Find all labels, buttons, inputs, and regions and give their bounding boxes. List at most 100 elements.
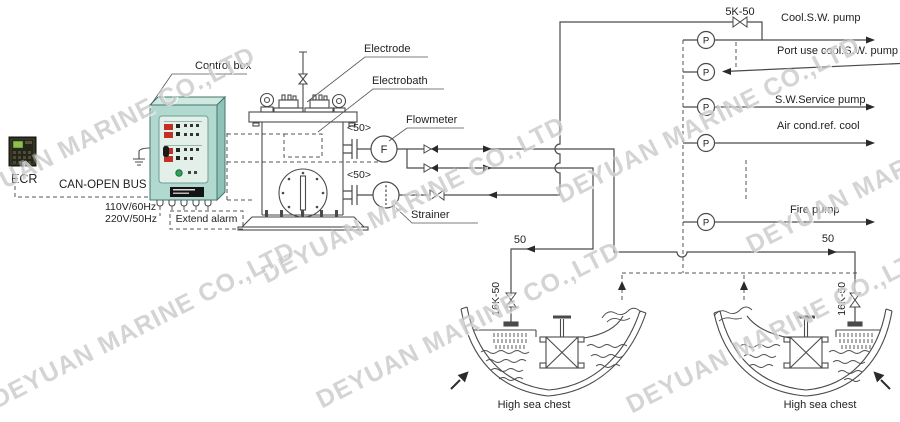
riser-to-5k50: [554, 21, 763, 195]
hull-outer: [713, 310, 893, 397]
control-box-label: Control box: [195, 60, 252, 72]
power-label-2: 220V/50Hz: [105, 213, 157, 225]
sparge-hatching: [839, 333, 873, 349]
flow-arrow-line1: [483, 145, 492, 153]
lifting-eye-left: [259, 92, 275, 113]
pump-letter: P: [703, 139, 709, 150]
flow-arrow-line2: [483, 164, 492, 172]
pump-label-1: Cool.S.W. pump: [781, 12, 861, 24]
leader-electrode: [306, 56, 428, 103]
dashed-lines: [14, 40, 860, 303]
arrow-chest-right: [828, 248, 837, 256]
sea-chest-left: [460, 306, 647, 397]
chamber-top-curve: [583, 315, 624, 339]
tank-outlet-bottom: [343, 185, 373, 205]
pump-circle-5: [696, 212, 716, 232]
flowmeter-circle: [370, 135, 398, 163]
suction-arrow-right: [740, 281, 748, 290]
pump-label-2: Port use cool.S.W. pump: [777, 45, 899, 57]
suction-arrow-left: [618, 281, 626, 290]
dn50-flowmeter-tag: <50>: [347, 122, 371, 134]
sea-chest-right: [713, 306, 893, 397]
lid-bolt-right: [348, 122, 356, 127]
valve-5k50-icon: [732, 16, 748, 28]
pump-letter: P: [703, 103, 709, 114]
deck-line: [835, 329, 881, 337]
hull-outer: [460, 308, 647, 397]
pump-label-4: Air cond.ref. cool: [777, 120, 860, 132]
inlet-flange: [503, 321, 519, 327]
can-bus-label: CAN-OPEN BUS: [59, 179, 147, 191]
valve-16k50-left-label: 16K-50: [490, 281, 503, 316]
hull-inlet-arrows: [450, 371, 891, 390]
electrobath-label: Electrobath: [372, 75, 428, 87]
chamber-top-curve: [746, 315, 791, 339]
ecr-screen: [12, 140, 24, 149]
sea-chest-right-label: High sea chest: [783, 399, 857, 411]
electrobath-base: [240, 216, 366, 228]
pipe50-left-label: 50: [513, 234, 527, 246]
extend-alarm-box: [169, 210, 244, 230]
dn50-strainer-tag: <50>: [347, 169, 371, 181]
gate-valve-cross: [789, 336, 823, 369]
valve-stem: [559, 319, 565, 337]
arrow-pump1: [866, 36, 875, 44]
rod-coupling: [297, 73, 309, 85]
check-valve-1-icon: [423, 144, 433, 154]
gate-valve-body: [789, 336, 823, 369]
panel-dot-2: [194, 171, 197, 174]
tank-outlet-top: [343, 139, 371, 159]
sea-chest-left-label: High sea chest: [497, 399, 571, 411]
electrode-label: Electrode: [364, 43, 411, 55]
valve-symbols: [423, 16, 861, 308]
leader-lines: [149, 56, 478, 224]
valve-16k50-right-icon: [849, 292, 861, 308]
pump-letter: P: [703, 68, 709, 79]
base-studs: [265, 210, 338, 217]
panel-green-button: [175, 169, 183, 177]
gate-valve-cross: [545, 336, 579, 369]
gate-valve-body: [545, 336, 579, 369]
hull-inner: [466, 306, 641, 391]
electrobath: [133, 51, 369, 231]
control-cable-trunk: [226, 133, 384, 201]
power-label-1: 110V/60Hz: [105, 201, 157, 213]
leader-control-box: [149, 73, 247, 107]
control-box-top: [148, 96, 227, 106]
arrow-pump5: [866, 218, 875, 226]
ecr-bezel: [10, 138, 35, 165]
arrow-chest-left: [526, 245, 535, 253]
control-box: [148, 95, 227, 207]
arrow-pump3: [866, 103, 875, 111]
flowmeter-line-1: [397, 148, 856, 293]
arrow-pump2: [722, 68, 731, 75]
ground-symbol: [133, 147, 151, 166]
valve-stem: [803, 319, 809, 337]
valve-16k50-left-icon: [505, 292, 517, 308]
flow-arrow-strainer: [488, 191, 497, 199]
flowmeter-line-2: [406, 149, 594, 293]
solid-piping: [343, 21, 900, 322]
manhole-bolts: [281, 171, 325, 215]
manhole: [278, 168, 328, 218]
valve-5k50-label: 5K-50: [725, 6, 755, 18]
pump-circle-3: [696, 97, 716, 117]
leader-strainer: [392, 204, 478, 224]
hull-caps: [460, 306, 647, 314]
lifting-eye-right: [331, 93, 347, 113]
arrow-pump4: [866, 139, 875, 147]
electrode-cable-box: [283, 133, 323, 158]
pipe50-right-label: 50: [821, 233, 835, 245]
ecr-unit: [8, 136, 37, 167]
lid-bolt-left: [252, 122, 260, 127]
valve-16k50-right-label: 16K-50: [836, 281, 849, 316]
leader-electrobath: [317, 88, 444, 133]
flow-arrows: [431, 36, 875, 290]
extend-alarm-label: Extend alarm: [175, 213, 238, 225]
instrument-symbols: [370, 30, 716, 232]
pump-label-3: S.W.Service pump: [775, 94, 866, 106]
electrobath-baseplate: [237, 226, 369, 231]
panel-dot-1: [188, 171, 191, 174]
